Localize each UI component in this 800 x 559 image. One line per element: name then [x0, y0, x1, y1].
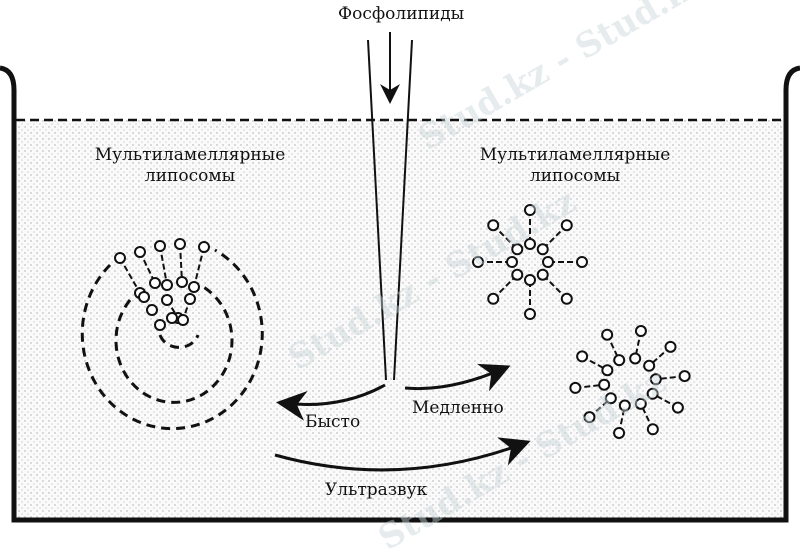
ultrasound-arrow: [274, 437, 531, 472]
lipid-head: [524, 204, 536, 216]
lipid-head: [542, 256, 554, 268]
lipid-tail: [179, 243, 183, 283]
lipid-head: [598, 378, 611, 391]
lipid-head: [154, 319, 166, 331]
lipid-head: [524, 274, 536, 286]
lipid-head: [634, 325, 647, 338]
diagram: [0, 32, 800, 523]
lipid-head: [646, 423, 659, 436]
left-label: Мультиламеллярные липосомы: [75, 145, 305, 187]
lipid-head: [161, 294, 173, 306]
lipid-head: [649, 373, 662, 386]
lipid-head: [601, 364, 614, 377]
lipid-head: [177, 314, 189, 326]
fast-label: Бысто: [305, 412, 361, 432]
lipid-head: [643, 359, 656, 372]
vessel: [0, 65, 800, 523]
lipid-head: [671, 401, 684, 414]
title-phospholipids: Фосфолипиды: [338, 4, 465, 24]
unilamellar-liposome: [472, 204, 588, 320]
lipid-head: [161, 279, 173, 291]
lipid-head: [506, 256, 518, 268]
lipid-head: [184, 293, 196, 305]
lipid-head: [601, 328, 614, 341]
lipid-head: [604, 392, 617, 405]
lipid-head: [487, 292, 500, 305]
lipid-head: [134, 246, 146, 258]
left-label-line1: Мультиламеллярные: [94, 145, 286, 165]
lipid-head: [166, 312, 178, 324]
lipid-head: [536, 243, 549, 256]
lipid-head: [176, 276, 188, 288]
lipid-head: [536, 268, 549, 281]
lipid-head: [511, 268, 524, 281]
lipid-head: [511, 243, 524, 256]
lipid-head: [569, 381, 582, 394]
lipid-head: [560, 219, 573, 232]
ultrasound-label: Ультразвук: [325, 480, 428, 500]
lipid-head: [524, 238, 536, 250]
lipid-head: [198, 241, 210, 253]
lipid-head: [174, 238, 186, 250]
lipid-head: [524, 308, 536, 320]
fast-arrow: [276, 383, 386, 421]
lipid-head: [487, 219, 500, 232]
lipid-head: [634, 397, 647, 410]
lipid-head: [613, 426, 626, 439]
lipid-tail: [159, 245, 168, 286]
lipid-head: [629, 352, 642, 365]
right-label-line1: Мультиламеллярные: [479, 145, 671, 165]
lipid-head: [664, 340, 677, 353]
slow-arrow: [404, 363, 511, 392]
lipid-head: [576, 256, 588, 268]
right-label-line2: липосомы: [529, 166, 621, 186]
lipid-head: [618, 399, 631, 412]
lipid-head: [154, 240, 166, 252]
lipid-tail: [193, 246, 205, 288]
lipid-head: [560, 292, 573, 305]
lipid-head: [678, 370, 691, 383]
lipid-head: [583, 411, 596, 424]
left-label-line2: липосомы: [144, 166, 236, 186]
lipid-head: [146, 304, 158, 316]
slow-label: Медленно: [412, 398, 504, 418]
lipid-head: [472, 256, 484, 268]
lipid-head: [646, 387, 659, 400]
pipette: [367, 39, 413, 381]
lipid-head: [613, 354, 626, 367]
lipid-head: [138, 291, 150, 303]
lipid-head: [188, 281, 200, 293]
lipid-heads-left: [114, 238, 210, 331]
lipid-head: [576, 350, 589, 363]
lipid-tail: [119, 257, 141, 294]
lipid-head: [114, 252, 126, 264]
liquid: [16, 120, 786, 520]
multilamellar-liposome-left: [80, 248, 264, 431]
lipid-cluster: [569, 325, 691, 439]
right-label: Мультиламеллярные липосомы: [460, 145, 690, 187]
lipid-head: [149, 277, 161, 289]
